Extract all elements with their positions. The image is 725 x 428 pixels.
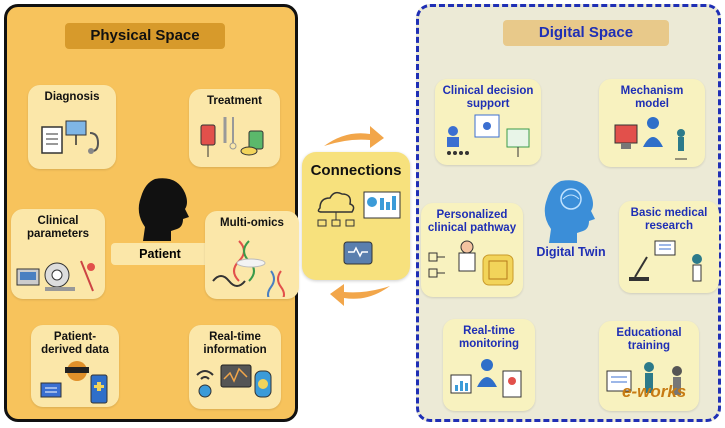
card-educational-training-label: Educational training xyxy=(616,327,682,352)
clinical-decision-icon xyxy=(447,114,530,157)
card-real-time-information: Real-time information xyxy=(189,325,281,409)
card-personalized-clinical-pathway: Personalized clinical pathway xyxy=(421,203,523,297)
card-basic-medical-research-label: Basic medical research xyxy=(630,207,708,232)
watermark-logo: e-works xyxy=(622,382,687,401)
card-multi-omics-label: Multi-omics xyxy=(220,217,284,229)
digital-space-panel: Digital Space Clinical decision support … xyxy=(416,4,721,422)
connections-box: Connections xyxy=(302,152,410,280)
real-time-information-icon xyxy=(196,364,272,398)
card-clinical-decision-support: Clinical decision support xyxy=(435,79,541,165)
real-time-monitoring-icon xyxy=(450,359,522,398)
card-patient-derived-data: Patient- derived data xyxy=(31,325,119,407)
clinical-pathway-icon xyxy=(428,240,514,286)
card-clinical-decision-support-label: Clinical decision support xyxy=(442,85,534,110)
card-mechanism-model-label: Mechanism model xyxy=(620,85,684,110)
dna-icon xyxy=(212,240,285,297)
card-personalized-clinical-pathway-label: Personalized clinical pathway xyxy=(427,209,517,234)
physical-space-title: Physical Space xyxy=(65,23,225,49)
arrow-to-physical-icon xyxy=(330,284,390,306)
card-basic-medical-research: Basic medical research xyxy=(619,201,719,293)
connections-label: Connections xyxy=(310,162,402,179)
card-real-time-monitoring-label: Real-time monitoring xyxy=(458,325,520,350)
card-clinical-parameters: Clinical parameters xyxy=(11,209,105,299)
card-diagnosis: Diagnosis xyxy=(28,85,116,169)
arrow-to-digital-icon xyxy=(324,126,384,148)
medical-research-icon xyxy=(629,240,702,282)
educational-training-icon xyxy=(606,362,682,395)
card-educational-training: Educational training xyxy=(599,321,699,411)
physical-space-panel: Physical Space Diagnosis Treatment Patie… xyxy=(4,4,299,422)
patient-label: Patient xyxy=(111,243,209,265)
patient-head-icon xyxy=(138,178,189,241)
card-diagnosis-label: Diagnosis xyxy=(44,91,100,103)
digital-twin-head-icon xyxy=(544,180,595,243)
diagnosis-icon xyxy=(41,120,100,154)
card-multi-omics: Multi-omics xyxy=(205,211,299,299)
digital-twin-label: Digital Twin xyxy=(536,245,606,259)
card-real-time-information-label: Real-time information xyxy=(203,331,267,356)
card-mechanism-model: Mechanism model xyxy=(599,79,705,167)
card-treatment-label: Treatment xyxy=(207,95,262,107)
connections-icon xyxy=(317,191,401,265)
patient-data-icon xyxy=(40,361,108,404)
treatment-icon xyxy=(200,117,264,157)
mechanism-model-icon xyxy=(614,117,687,160)
card-patient-derived-data-label: Patient- derived data xyxy=(41,331,109,356)
card-treatment: Treatment xyxy=(189,89,280,167)
clinical-parameters-icon xyxy=(16,260,95,292)
card-clinical-parameters-label: Clinical parameters xyxy=(26,215,89,240)
card-real-time-monitoring: Real-time monitoring xyxy=(443,319,535,411)
digital-space-title: Digital Space xyxy=(503,20,669,46)
